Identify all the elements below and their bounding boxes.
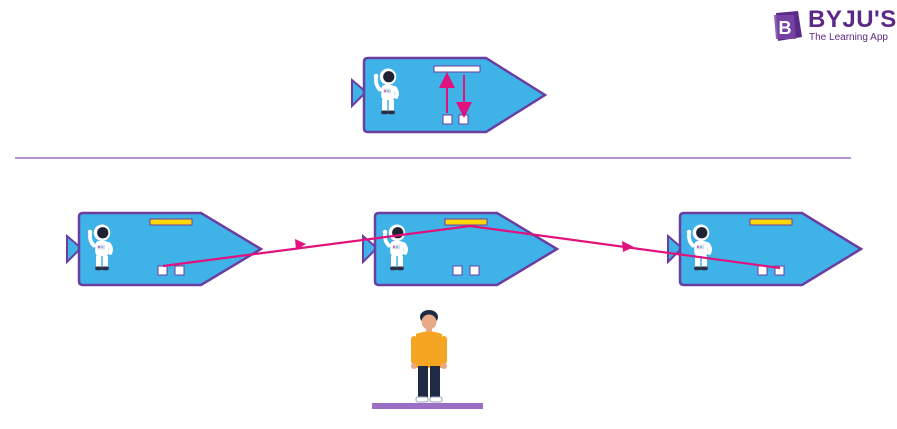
brand-logo: B BYJU'S The Learning App: [770, 6, 896, 46]
spaceship-exhaust-icon: [362, 233, 379, 265]
spaceship-icon: [678, 211, 864, 287]
brand-mark-icon: B: [774, 11, 802, 41]
clock-detector-right: [469, 265, 480, 276]
clock-detector-right: [774, 265, 785, 276]
clock-detector-right: [458, 114, 469, 125]
clock-mirror: [444, 218, 488, 226]
spaceship-icon: [362, 56, 548, 134]
light-ray-path: [162, 224, 781, 270]
light-path-diagonal: [162, 224, 781, 270]
clock-detector-left: [157, 265, 168, 276]
arrowhead-icon: [622, 241, 634, 252]
observer-person-icon: [411, 310, 447, 403]
clock-detector-right: [174, 265, 185, 276]
brand-tagline: The Learning App: [809, 32, 888, 43]
brand-mark-letter: B: [779, 18, 792, 38]
spaceship-at-rest: [351, 56, 548, 134]
spaceship-exhaust-icon: [667, 233, 684, 265]
spaceship-moving-1: [66, 211, 264, 287]
clock-mirror: [149, 218, 193, 226]
arrowhead-icon: [295, 239, 306, 250]
spaceship-moving-2: [362, 211, 560, 287]
clock-mirror: [433, 65, 481, 73]
spaceship-moving-3: [667, 211, 864, 287]
ground-platform: [372, 403, 483, 409]
spaceship-exhaust-icon: [351, 77, 368, 109]
clock-mirror: [749, 218, 793, 226]
brand-name: BYJU'S: [808, 6, 897, 33]
clock-detector-left: [452, 265, 463, 276]
spaceship-icon: [77, 211, 264, 287]
clock-detector-left: [442, 114, 453, 125]
light-clock-icon: [433, 65, 481, 125]
spaceship-exhaust-icon: [66, 233, 83, 265]
clock-detector-left: [757, 265, 768, 276]
